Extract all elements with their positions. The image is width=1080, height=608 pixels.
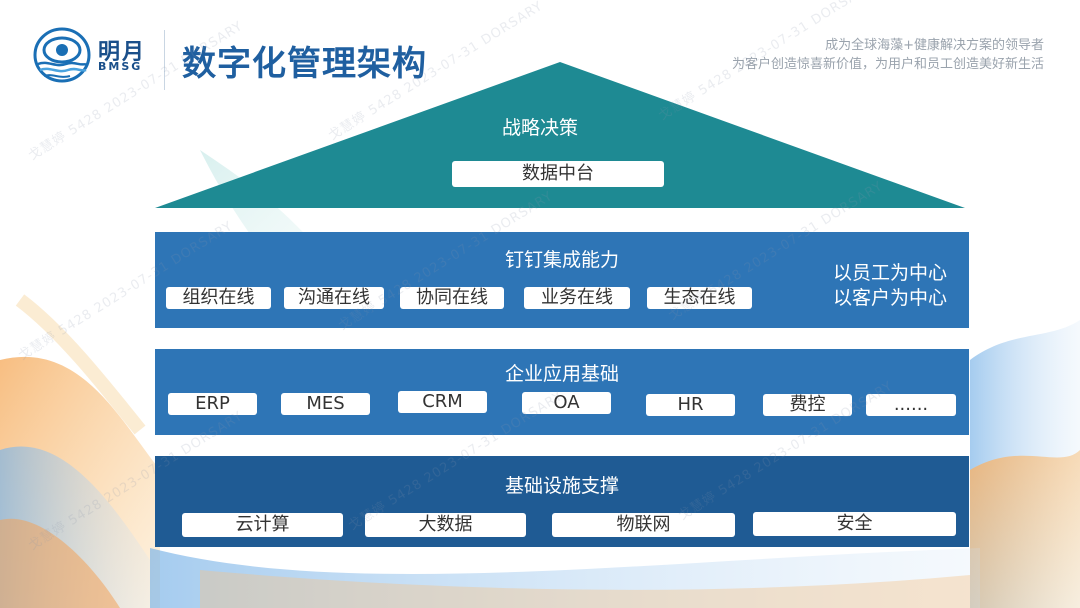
layer-dingtalk-integration: 钉钉集成能力 组织在线 沟通在线 协同在线 业务在线 生态在线 以员工为中心 以… <box>155 232 969 328</box>
roof-triangle <box>155 62 965 208</box>
layer1-item: 生态在线 <box>647 287 752 309</box>
layer1-side-note: 以员工为中心 以客户为中心 <box>833 261 947 311</box>
layer2-title: 企业应用基础 <box>504 363 619 385</box>
layer1-title: 钉钉集成能力 <box>504 249 619 271</box>
layer-enterprise-apps: 企业应用基础 ERP MES CRM OA HR 费控 ...... <box>155 349 969 435</box>
brand-logo: 明月 BMSG <box>32 26 172 84</box>
layer2-item: HR <box>646 394 735 416</box>
roof-title: 战略决策 <box>501 117 578 139</box>
layer1-item: 业务在线 <box>524 287 630 309</box>
brand-name-en: BMSG <box>98 60 143 73</box>
slogan: 成为全球海藻+健康解决方案的领导者 为客户创造惊喜新价值，为用户和员工创造美好新… <box>732 36 1044 74</box>
data-middle-platform-box: 数据中台 <box>452 161 664 187</box>
layer1-item: 沟通在线 <box>284 287 384 309</box>
layer2-item: ...... <box>866 394 956 416</box>
layer2-item: MES <box>281 393 370 415</box>
layer2-item: OA <box>522 392 611 414</box>
layer2-item: CRM <box>398 391 487 413</box>
layer1-item: 协同在线 <box>400 287 504 309</box>
layer3-item: 大数据 <box>365 513 526 537</box>
layer3-title: 基础设施支撑 <box>504 475 619 497</box>
header-divider <box>164 30 165 90</box>
side-note-line-2: 以客户为中心 <box>832 287 947 309</box>
layer-infrastructure: 基础设施支撑 云计算 大数据 物联网 安全 <box>155 456 969 547</box>
layer3-item: 物联网 <box>552 513 735 537</box>
layer2-item: ERP <box>168 393 257 415</box>
brand-name-cn: 明月 <box>98 40 147 65</box>
layer1-item: 组织在线 <box>166 287 271 309</box>
layer2-item: 费控 <box>763 394 852 416</box>
side-note-line-1: 以员工为中心 <box>832 262 947 284</box>
slogan-line-2: 为客户创造惊喜新价值，为用户和员工创造美好新生活 <box>731 57 1044 72</box>
page-title: 数字化管理架构 <box>182 44 427 84</box>
slogan-line-1: 成为全球海藻+健康解决方案的领导者 <box>825 38 1044 53</box>
layer3-item: 安全 <box>753 512 956 536</box>
layer3-item: 云计算 <box>182 513 343 537</box>
logo-emblem-icon <box>33 27 91 83</box>
